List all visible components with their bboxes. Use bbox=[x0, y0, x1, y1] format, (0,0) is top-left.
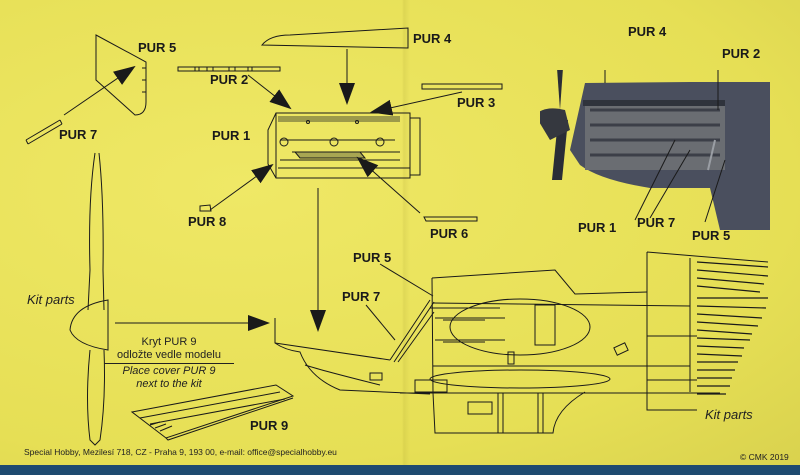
kit-parts-label-left: Kit parts bbox=[27, 292, 75, 307]
part-pur2-strip bbox=[177, 66, 292, 110]
photo-label-pur2: PUR 2 bbox=[722, 46, 761, 61]
part-pur7-rod bbox=[25, 65, 136, 145]
part-pur5-plate bbox=[95, 34, 147, 116]
label-pur7: PUR 7 bbox=[59, 127, 98, 142]
photo-label-pur5: PUR 5 bbox=[692, 228, 731, 243]
photo-label-pur1: PUR 1 bbox=[578, 220, 617, 235]
fuselage-label-pur5: PUR 5 bbox=[353, 250, 392, 265]
note-line-2: odložte vedle modelu bbox=[117, 349, 221, 361]
label-pur1: PUR 1 bbox=[212, 128, 251, 143]
note-line-1: Kryt PUR 9 bbox=[141, 336, 197, 348]
label-pur3: PUR 3 bbox=[457, 95, 496, 110]
part-pur1-engine bbox=[267, 112, 421, 179]
part-pur3-strip bbox=[370, 83, 503, 116]
kit-propeller bbox=[69, 152, 270, 446]
label-pur2: PUR 2 bbox=[210, 72, 249, 87]
reference-photo bbox=[540, 70, 770, 230]
note-line-3: Place cover PUR 9 bbox=[122, 365, 216, 377]
kit-fuselage bbox=[274, 251, 769, 434]
footer-address: Special Hobby, Mezilesí 718, CZ - Praha … bbox=[24, 447, 337, 457]
part-pur6-strip bbox=[423, 216, 478, 222]
rudder-hatching bbox=[696, 261, 769, 395]
cover-note: Kryt PUR 9 odložte vedle modelu Place co… bbox=[104, 336, 234, 391]
background-surface bbox=[0, 465, 800, 475]
label-pur6: PUR 6 bbox=[430, 226, 469, 241]
note-line-4: next to the kit bbox=[136, 378, 202, 390]
label-pur4: PUR 4 bbox=[413, 31, 452, 46]
part-pur4-panel bbox=[260, 27, 409, 105]
label-pur8: PUR 8 bbox=[188, 214, 227, 229]
photo-label-pur7: PUR 7 bbox=[637, 215, 676, 230]
photo-label-pur4: PUR 4 bbox=[628, 24, 667, 39]
note-divider bbox=[104, 363, 234, 364]
label-pur9: PUR 9 bbox=[250, 418, 289, 433]
fuselage-label-pur7: PUR 7 bbox=[342, 289, 381, 304]
part-pur8 bbox=[199, 204, 212, 212]
copyright: © CMK 2019 bbox=[740, 452, 789, 462]
part-pur9-cover bbox=[130, 384, 295, 441]
kit-parts-label-right: Kit parts bbox=[705, 407, 753, 422]
label-pur5: PUR 5 bbox=[138, 40, 177, 55]
